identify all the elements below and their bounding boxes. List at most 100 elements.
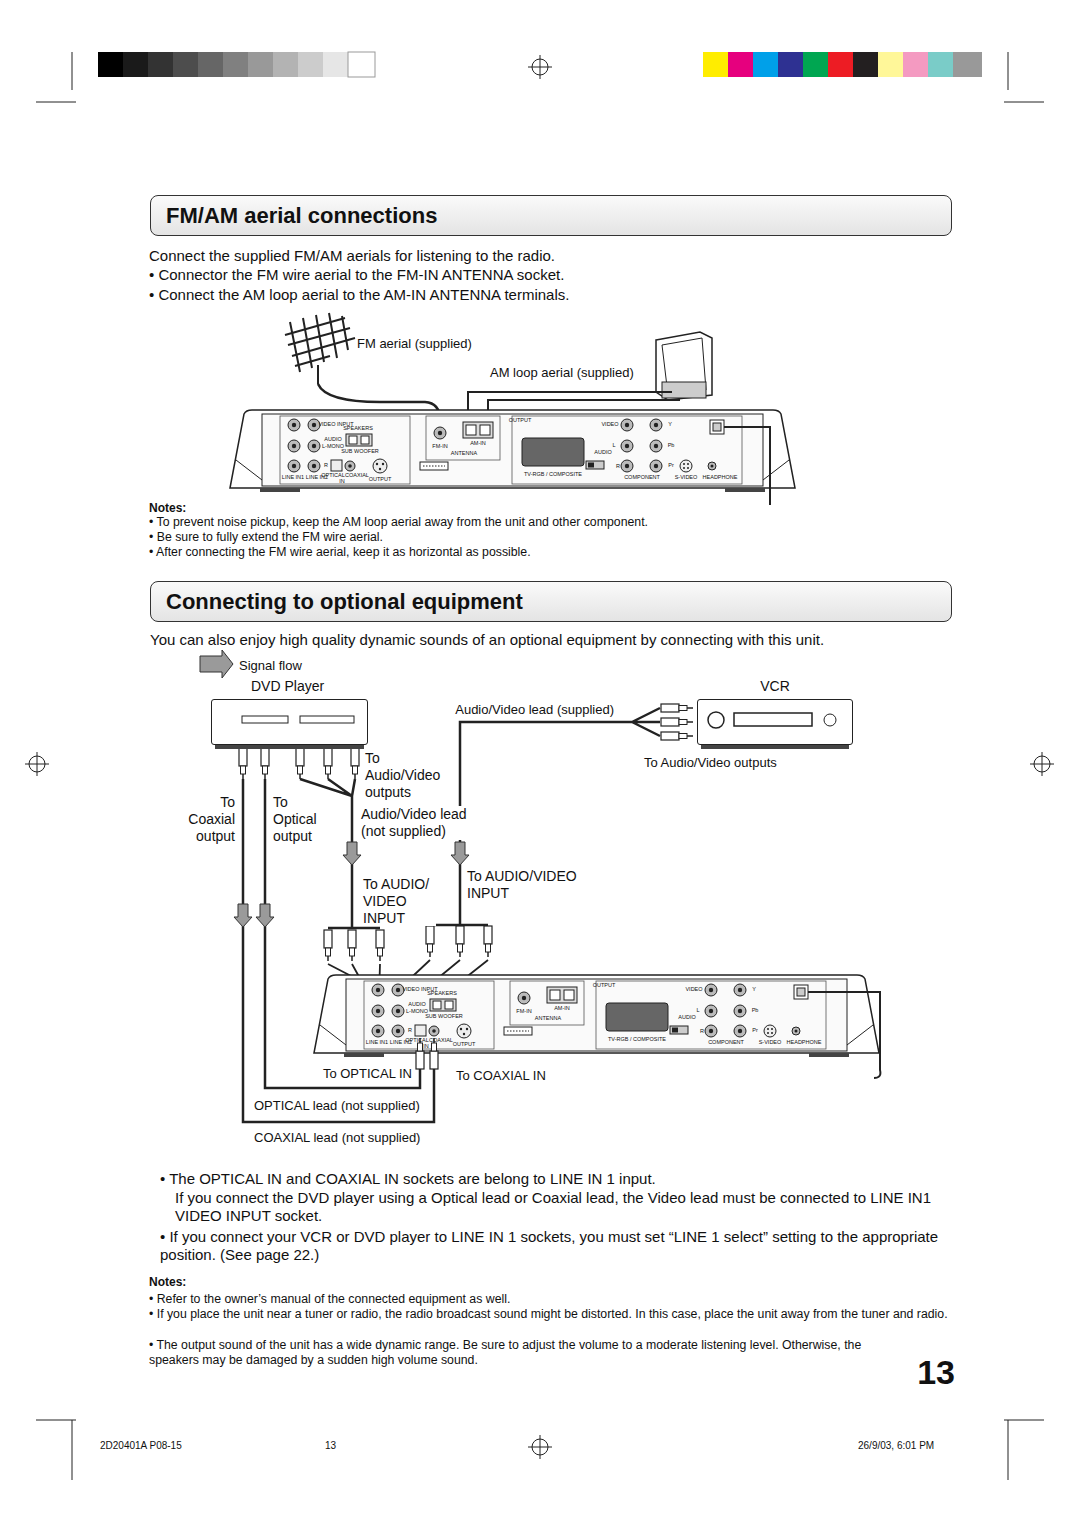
text-label: FM aerial (supplied) [357,336,472,352]
panel-label: VIDEO [601,422,618,428]
text-label: 2D20401A P08-15 [100,1440,182,1452]
panel-label: COMPONENT [624,475,660,481]
panel-label: OUTPUT [453,1042,476,1048]
panel-label: Pb [668,443,675,449]
text-label: To Coaxial output [174,794,236,844]
panel-label: Y [752,987,756,993]
panel-label: AUDIO [408,1002,425,1008]
panel-label: R [616,464,620,470]
text-label: Audio/Video lead (supplied) [454,702,615,718]
device-body [697,699,853,745]
panel-label: Pr [752,1028,758,1034]
panel-label: OUTPUT [369,477,392,483]
device-name: DVD Player [211,678,368,694]
fm-am-diagram [230,313,795,505]
text-label: • Be sure to fully extend the FM wire ae… [149,530,383,545]
text-label: AM loop aerial (supplied) [490,365,634,381]
text-label: You can also enjoy high quality dynamic … [149,631,825,649]
legend-entry: Signal flow [239,656,302,674]
registration-marks [25,52,1054,1480]
panel-label: TV-RGB / COMPOSITE [608,1037,666,1043]
text-label: Connect the supplied FM/AM aerials for l… [149,247,555,265]
text-label: To Audio/Video outputs [364,750,458,800]
device-foot [215,745,364,749]
panel-label: S-VIDEO [759,1040,782,1046]
panel-label: TV-RGB / COMPOSITE [524,472,582,478]
device-body [211,699,368,745]
text-label: • Refer to the owner’s manual of the con… [149,1292,959,1307]
panel-label: R [700,1029,704,1035]
panel-label: Pr [668,463,674,469]
text-label: • To prevent noise pickup, keep the AM l… [149,515,648,530]
text-label: Audio/Video lead (not supplied) [360,806,474,840]
panel-label: AM-IN [470,441,486,447]
panel-label: AM-IN [554,1006,570,1012]
panel-label: SUB WOOFER [341,449,379,455]
panel-label: AUDIO [594,450,611,456]
text-label: • If you connect your VCR or DVD player … [160,1228,960,1264]
panel-label: COAXIAL [429,1038,453,1044]
text-label: If you connect the DVD player using a Op… [175,1189,965,1225]
panel-label: OUTPUT [509,418,532,424]
panel-label: SPEAKERS [343,426,373,432]
panel-label: Pb [752,1008,759,1014]
panel-label: IN [339,479,345,485]
panel-label: S-VIDEO [675,475,698,481]
device-name: VCR [697,678,853,694]
panel-label: IN [423,1044,429,1050]
text-label: Notes: [149,501,186,515]
panel-label: FM-IN [516,1009,531,1015]
text-label: • The OPTICAL IN and COAXIAL IN sockets … [160,1170,656,1188]
device-foot [701,745,849,749]
device-box: DVD Player [211,678,368,745]
text-label: To Optical output [272,794,330,844]
panel-label: ANTENNA [451,451,477,457]
signal-flow-arrow [200,650,233,678]
device-box: VCR [697,678,853,745]
panel-label: OPTICAL [321,473,345,479]
device-front [698,700,851,744]
panel-label: VIDEO [685,987,702,993]
text-label: 26/9/03, 6:01 PM [858,1440,934,1452]
section-heading: FM/AM aerial connections [150,195,952,236]
panel-label: L [696,1008,699,1014]
panel-label: FM-IN [432,444,447,450]
equipment-diagram [200,650,880,1122]
text-label: • The output sound of the unit has a wid… [149,1338,909,1368]
panel-label: LINE IN1 [366,1040,388,1046]
panel-label: AUDIO [324,437,341,443]
text-label: 13 [917,1352,955,1393]
panel-label: HEADPHONE [787,1040,822,1046]
panel-label: SPEAKERS [427,991,457,997]
text-label: • Connect the AM loop aerial to the AM-I… [149,286,569,304]
section-heading: Connecting to optional equipment [150,581,952,622]
device-front [212,700,366,744]
panel-label: LINE IN1 [282,475,304,481]
text-label: • After connecting the FM wire aerial, k… [149,545,531,560]
legend-text: Signal flow [239,658,302,673]
panel-label: COMPONENT [708,1040,744,1046]
text-label: • If you place the unit near a tuner or … [149,1307,959,1322]
panel-label: ANTENNA [535,1016,561,1022]
text-label: To OPTICAL IN [322,1066,413,1082]
panel-label: OPTICAL [405,1038,429,1044]
text-label: OPTICAL lead (not supplied) [253,1098,421,1114]
text-label: To Audio/Video outputs [643,755,778,771]
text-label: • Connector the FM wire aerial to the FM… [149,266,564,284]
text-label: COAXIAL lead (not supplied) [253,1130,421,1146]
panel-label: L-MONO [322,444,344,450]
text-label: 13 [325,1440,336,1452]
text-label: Notes: [149,1275,186,1289]
panel-label: HEADPHONE [703,475,738,481]
text-label: To COAXIAL IN [455,1068,547,1084]
panel-label: R [408,1028,412,1034]
heading-text: Connecting to optional equipment [151,589,523,615]
text-label: To AUDIO/VIDEO INPUT [466,868,618,902]
heading-text: FM/AM aerial connections [151,203,437,229]
panel-label: COAXIAL [345,473,369,479]
text-label: To AUDIO/ VIDEO INPUT [362,876,436,926]
panel-label: AUDIO [678,1015,695,1021]
panel-label: Y [668,422,672,428]
panel-label: L [612,443,615,449]
panel-label: SUB WOOFER [425,1014,463,1020]
